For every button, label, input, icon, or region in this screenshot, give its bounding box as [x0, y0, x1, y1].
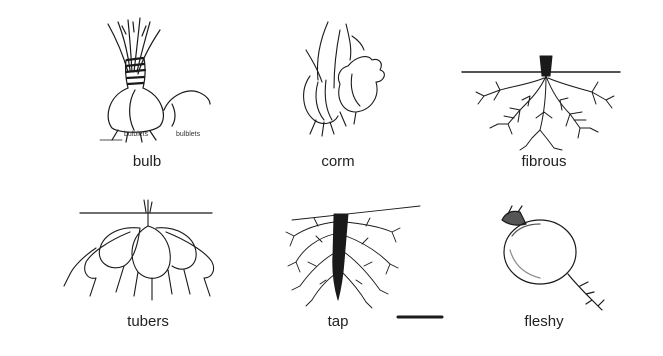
- bulb-sublabel-1: bulblets: [124, 131, 148, 138]
- bulb-illustration: [100, 18, 210, 142]
- tubers-illustration: [64, 200, 214, 300]
- label-bulb: bulb: [133, 153, 161, 170]
- fibrous-illustration: [462, 56, 620, 150]
- bulb-sublabel-2: bulblets: [176, 131, 200, 138]
- label-fibrous: fibrous: [521, 153, 566, 170]
- fleshy-illustration: [502, 206, 604, 310]
- label-fleshy: fleshy: [524, 313, 563, 330]
- label-corm: corm: [321, 153, 354, 170]
- tap-illustration: [286, 206, 442, 317]
- corm-illustration: [304, 22, 385, 136]
- label-tap: tap: [328, 313, 349, 330]
- label-tubers: tubers: [127, 313, 169, 330]
